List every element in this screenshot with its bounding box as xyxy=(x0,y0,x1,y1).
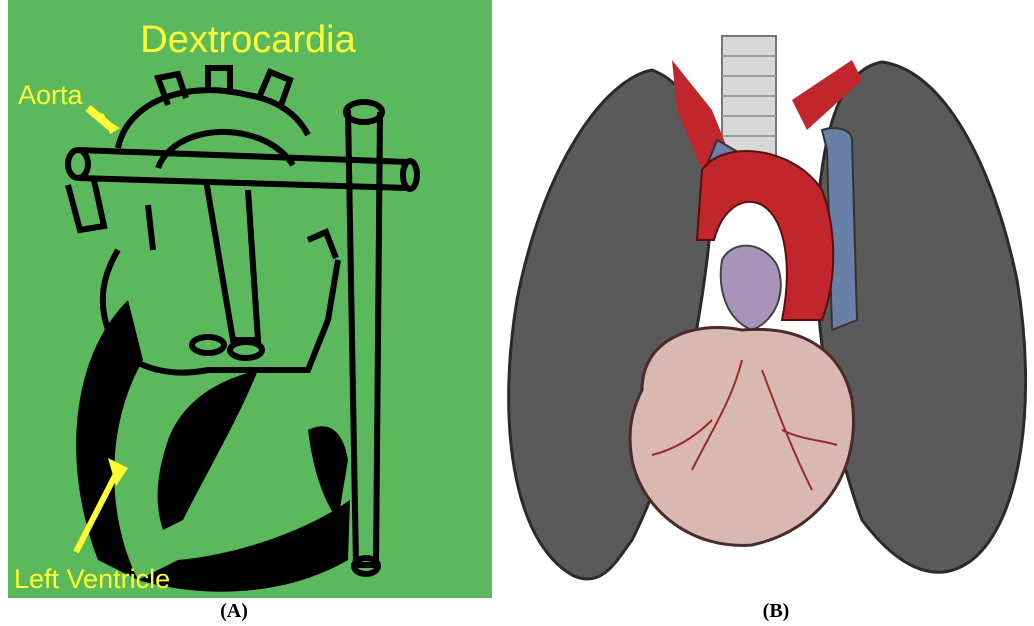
dextrocardia-diagram: Dextrocardia Aorta xyxy=(8,0,492,598)
heart-lungs-illustration xyxy=(492,0,1034,598)
heart-lungs-svg xyxy=(492,0,1034,598)
panel-a-caption: (A) xyxy=(194,600,274,623)
diagram-title: Dextrocardia xyxy=(140,19,356,61)
aorta-label: Aorta xyxy=(18,80,84,110)
panel-b-caption: (B) xyxy=(736,600,816,623)
dextrocardia-svg: Dextrocardia Aorta xyxy=(8,0,492,598)
left-ventricle-label: Left Ventricle xyxy=(14,564,170,594)
